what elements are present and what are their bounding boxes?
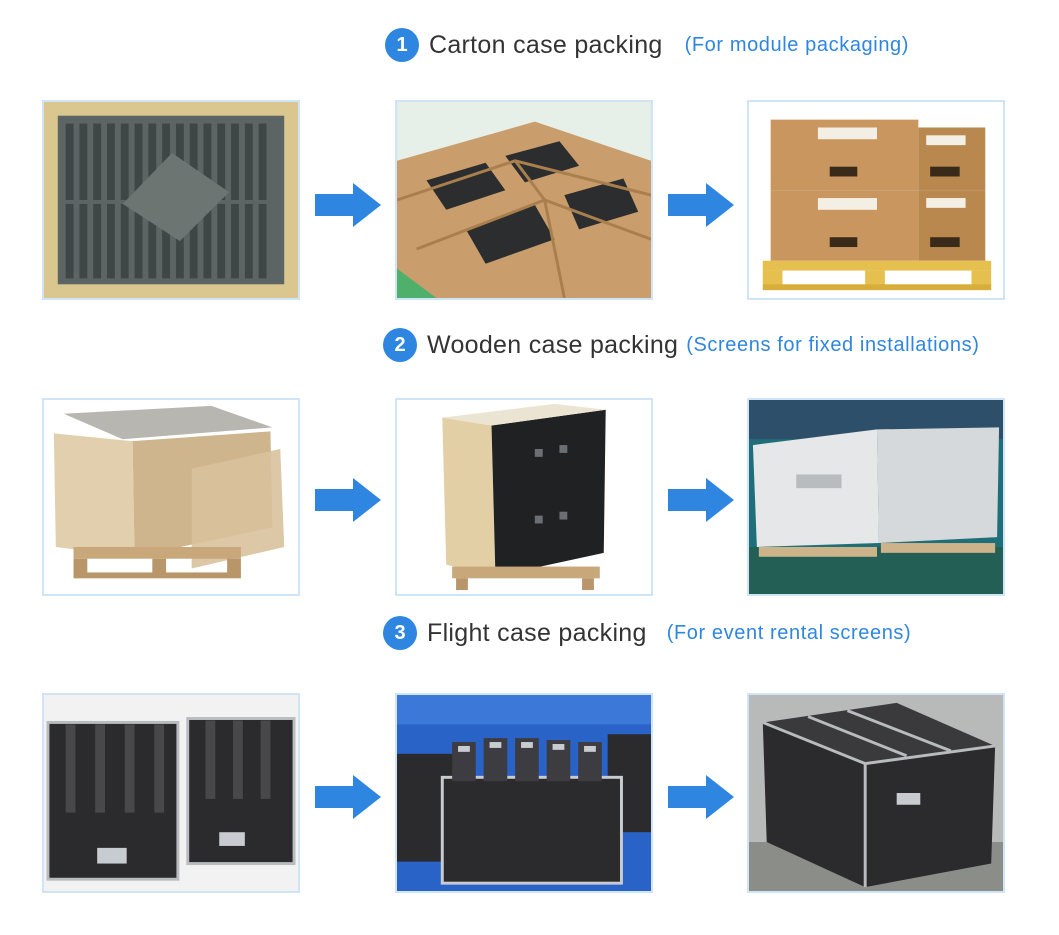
arrow-right-icon <box>315 183 381 227</box>
step-number-badge: 2 <box>383 328 417 362</box>
arrow-right-icon <box>315 775 381 819</box>
arrow-right-icon <box>315 478 381 522</box>
step-number-badge: 1 <box>385 28 419 62</box>
section-header-flight: 3 Flight case packing (For event rental … <box>383 616 911 650</box>
section-subtitle: (For event rental screens) <box>666 621 912 644</box>
arrow-right-icon <box>668 775 734 819</box>
photo-flight-case-with-screens <box>395 693 653 893</box>
section-subtitle: (For module packaging) <box>684 33 910 56</box>
photo-carton-boxes-on-pallet <box>747 100 1005 300</box>
arrow-right-icon <box>668 183 734 227</box>
section-title: Flight case packing <box>427 618 647 647</box>
section-title: Carton case packing <box>429 30 663 59</box>
section-subtitle: (Screens for fixed installations) <box>686 333 980 356</box>
photo-wooden-case-exploded <box>42 398 300 596</box>
photo-screen-in-wooden-case <box>395 398 653 596</box>
photo-closed-flight-cases <box>747 693 1005 893</box>
photo-closed-wooden-cases <box>747 398 1005 596</box>
photo-open-flight-cases <box>42 693 300 893</box>
photo-carton-boxes-open <box>395 100 653 300</box>
section-header-carton: 1 Carton case packing (For module packag… <box>385 28 909 62</box>
section-header-wooden: 2 Wooden case packing (Screens for fixed… <box>383 328 979 362</box>
arrow-right-icon <box>668 478 734 522</box>
step-number-badge: 3 <box>383 616 417 650</box>
photo-modules-in-carton <box>42 100 300 300</box>
section-title: Wooden case packing <box>427 330 679 359</box>
